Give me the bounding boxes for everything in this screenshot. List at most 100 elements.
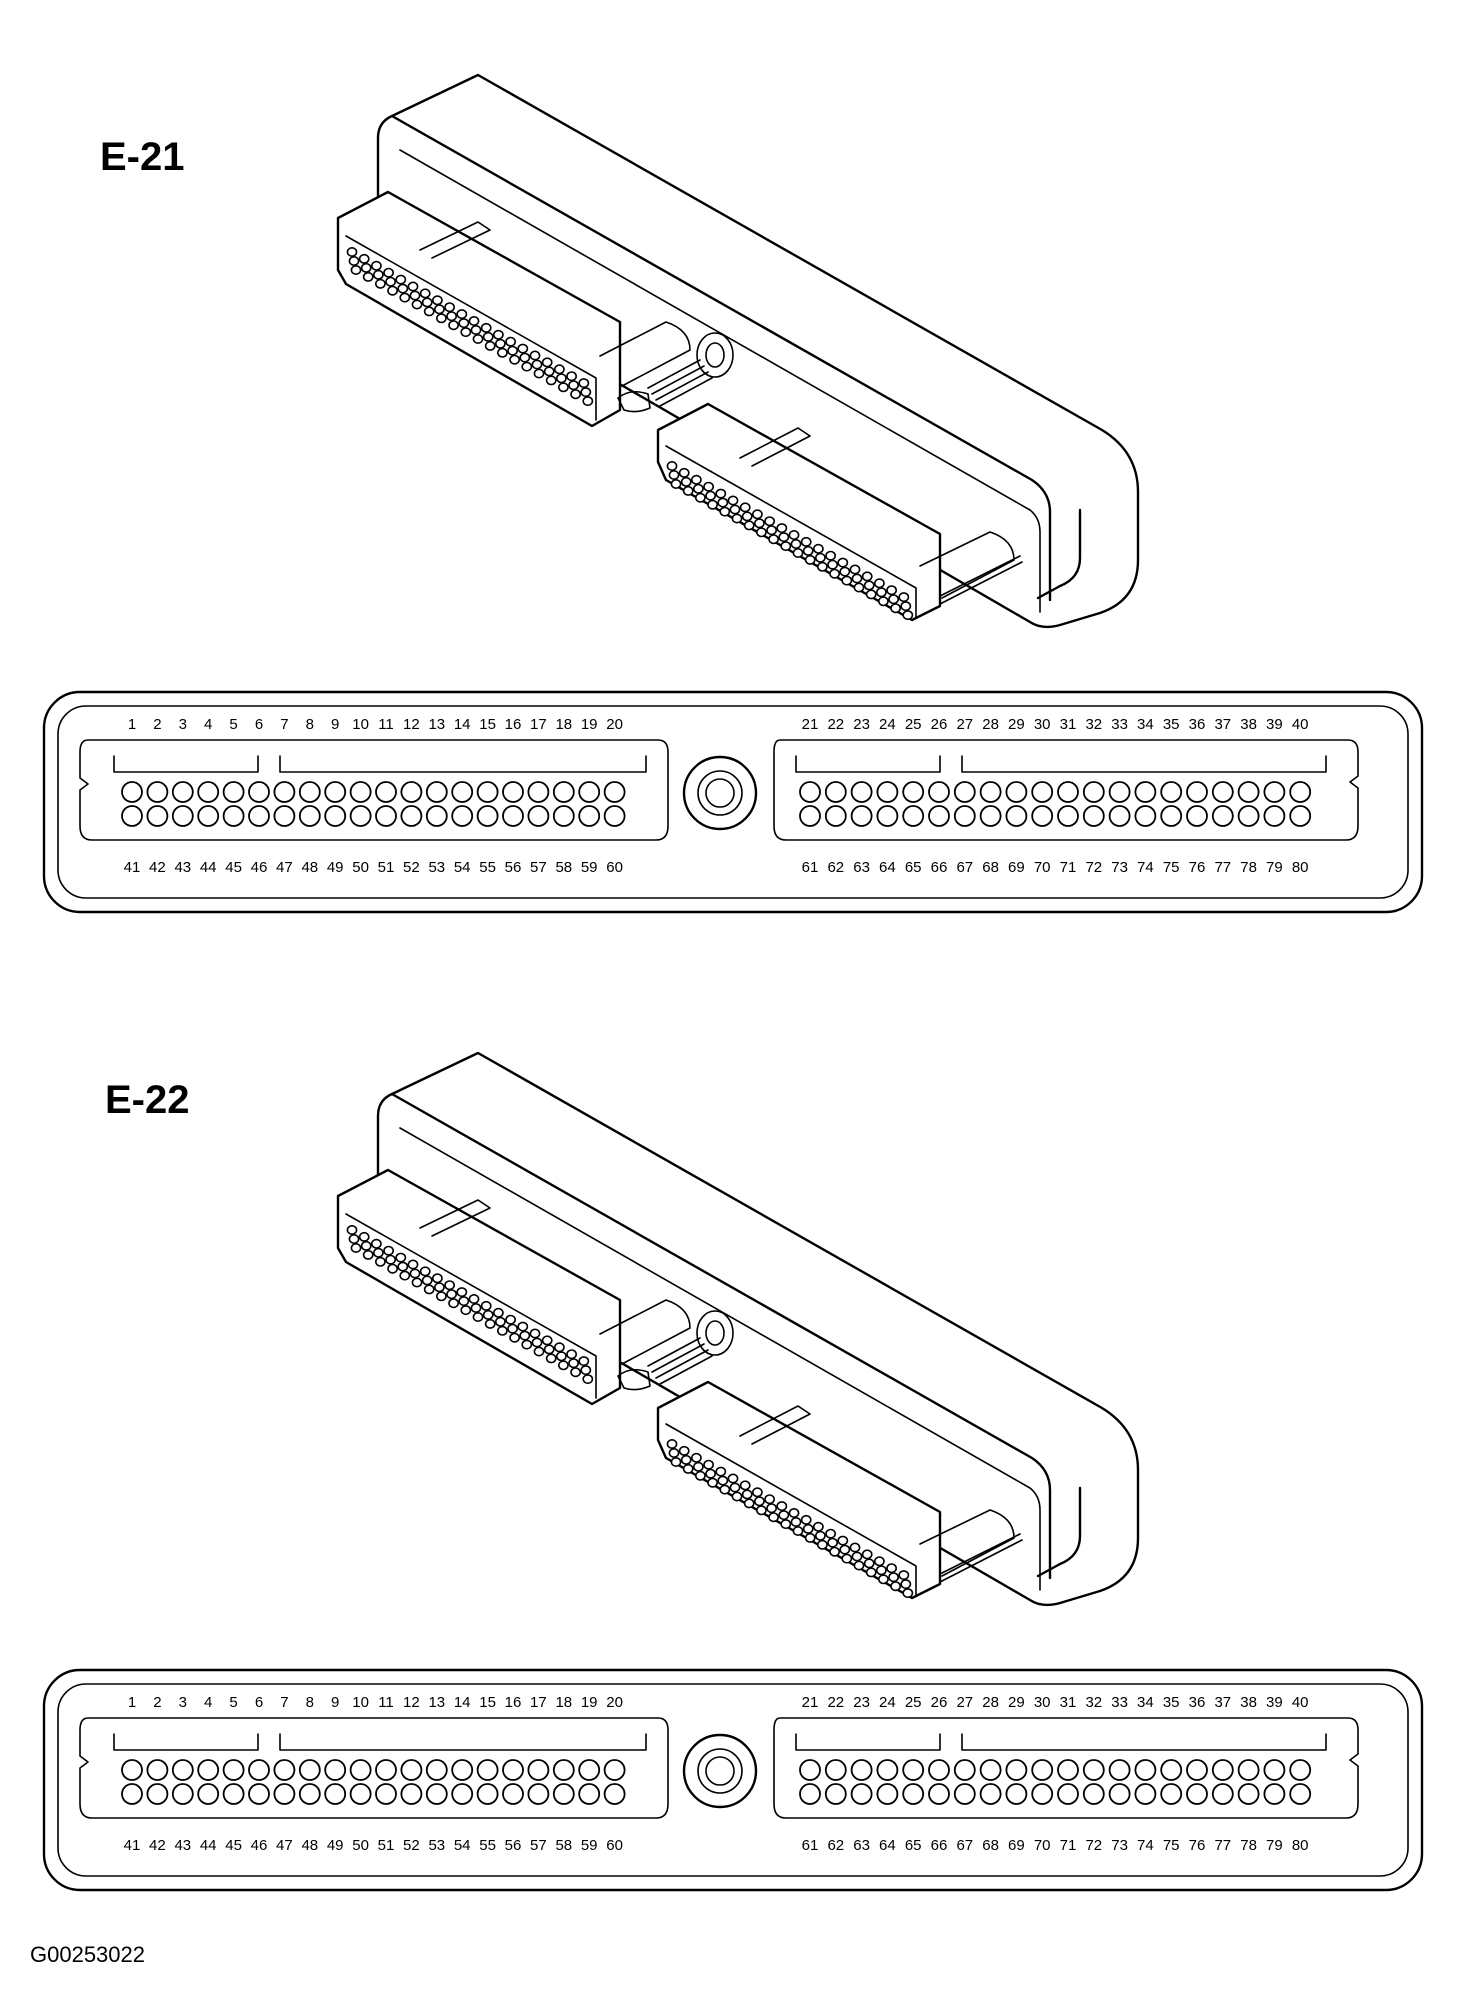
pin-number-label: 17 <box>530 716 547 733</box>
isometric-pin-hole <box>543 366 555 377</box>
pin-hole <box>1186 1759 1208 1781</box>
pin-number-label: 47 <box>276 1837 293 1854</box>
isometric-pin-hole <box>802 545 814 556</box>
pin-number-label: 4 <box>204 716 212 733</box>
isometric-pin-hole <box>387 1263 398 1274</box>
pin-number-label: 26 <box>931 1694 948 1711</box>
pin-hole <box>197 1759 220 1781</box>
isometric-pin-hole <box>350 1243 362 1254</box>
pin-hole <box>902 1783 925 1805</box>
pin-number-label: 50 <box>352 859 369 876</box>
isometric-pin-hole <box>752 509 763 520</box>
pin-hole <box>146 805 169 827</box>
isometric-pin-hole <box>568 1358 579 1369</box>
pin-number-label: 24 <box>879 1694 896 1711</box>
pin-number-label: 63 <box>853 859 870 876</box>
isometric-pin-hole <box>494 1316 506 1327</box>
isometric-pin-hole <box>517 1321 529 1332</box>
isometric-pin-hole <box>853 1560 865 1571</box>
pin-number-label: 27 <box>956 716 973 733</box>
pin-hole <box>1134 805 1157 827</box>
isometric-pin-hole <box>804 554 816 565</box>
pin-hole <box>824 1783 847 1805</box>
isometric-pin-hole <box>387 285 398 296</box>
pin-hole <box>578 1783 601 1805</box>
isometric-pin-hole <box>480 1300 492 1311</box>
isometric-pin-hole <box>815 1530 826 1541</box>
pin-number-label: 20 <box>606 1694 623 1711</box>
pin-hole <box>799 1759 821 1781</box>
isometric-pin-hole <box>829 568 840 579</box>
pin-hole <box>349 805 372 827</box>
isometric-pin-hole <box>545 1353 557 1364</box>
isometric-pin-hole <box>385 276 396 287</box>
isometric-pin-hole <box>492 1307 504 1318</box>
pin-number-label: 66 <box>931 1837 948 1854</box>
isometric-pin-hole <box>739 1480 751 1491</box>
pin-number-label: 2 <box>153 1694 161 1711</box>
isometric-pin-hole <box>446 1289 457 1300</box>
pin-hole <box>1160 781 1183 803</box>
pin-number-label: 11 <box>378 716 394 733</box>
pin-hole <box>799 805 821 827</box>
pin-hole <box>298 805 321 827</box>
pin-hole <box>451 1759 474 1781</box>
pin-number-label: 61 <box>802 859 819 876</box>
pin-number-label: 15 <box>479 716 496 733</box>
pin-number-label: 16 <box>505 1694 522 1711</box>
isometric-pin-hole <box>886 1563 897 1574</box>
isometric-pin-hole <box>431 295 443 306</box>
pin-hole <box>979 1759 1002 1781</box>
isometric-pin-hole <box>851 573 863 584</box>
pin-hole <box>349 1759 372 1781</box>
isometric-pin-hole <box>739 502 751 513</box>
isometric-pin-hole <box>865 589 877 600</box>
pin-number-label: 70 <box>1034 1837 1051 1854</box>
pin-hole <box>324 805 347 827</box>
isometric-pin-hole <box>411 299 423 310</box>
pin-hole <box>298 1759 321 1781</box>
pin-number-label: 64 <box>879 1837 896 1854</box>
pin-number-label: 72 <box>1085 859 1102 876</box>
pin-hole <box>979 1783 1002 1805</box>
pin-hole <box>324 1783 347 1805</box>
pin-number-label: 16 <box>505 716 522 733</box>
pin-number-label: 28 <box>982 1694 999 1711</box>
pin-hole <box>1057 805 1079 827</box>
pin-hole <box>1263 1783 1286 1805</box>
pin-hole <box>298 1783 321 1805</box>
pin-hole <box>171 805 194 827</box>
pin-hole <box>1082 1783 1105 1805</box>
pin-hole <box>324 781 347 803</box>
isometric-pin-hole <box>372 1247 384 1258</box>
isometric-pin-hole <box>756 1505 767 1516</box>
pin-hole <box>1263 781 1286 803</box>
isometric-pin-hole <box>693 483 704 494</box>
pin-hole <box>902 781 925 803</box>
pin-number-label: 76 <box>1189 859 1206 876</box>
pin-hole <box>222 805 245 827</box>
connector-title: E-22 <box>105 1078 190 1122</box>
isometric-pin-hole <box>578 378 590 389</box>
isometric-pin-hole <box>788 1508 800 1519</box>
pin-number-label: 28 <box>982 716 999 733</box>
pin-number-label: 54 <box>454 1837 471 1854</box>
pin-number-label: 23 <box>853 1694 870 1711</box>
pin-hole <box>1186 1783 1208 1805</box>
pin-number-label: 48 <box>301 1837 318 1854</box>
isometric-pin-hole <box>570 1367 581 1378</box>
pin-number-label: 35 <box>1163 716 1180 733</box>
pin-number-label: 60 <box>606 859 623 876</box>
pin-number-label: 79 <box>1266 1837 1283 1854</box>
pin-hole <box>1082 1759 1105 1781</box>
pin-hole <box>197 1783 220 1805</box>
pin-number-label: 25 <box>905 1694 922 1711</box>
isometric-pin-hole <box>731 1491 743 1502</box>
pin-number-label: 59 <box>581 859 598 876</box>
pin-hole <box>222 1759 245 1781</box>
pin-number-label: 37 <box>1214 1694 1231 1711</box>
isometric-pin-hole <box>566 371 577 382</box>
pin-hole <box>121 1759 143 1781</box>
pin-number-label: 54 <box>454 859 471 876</box>
